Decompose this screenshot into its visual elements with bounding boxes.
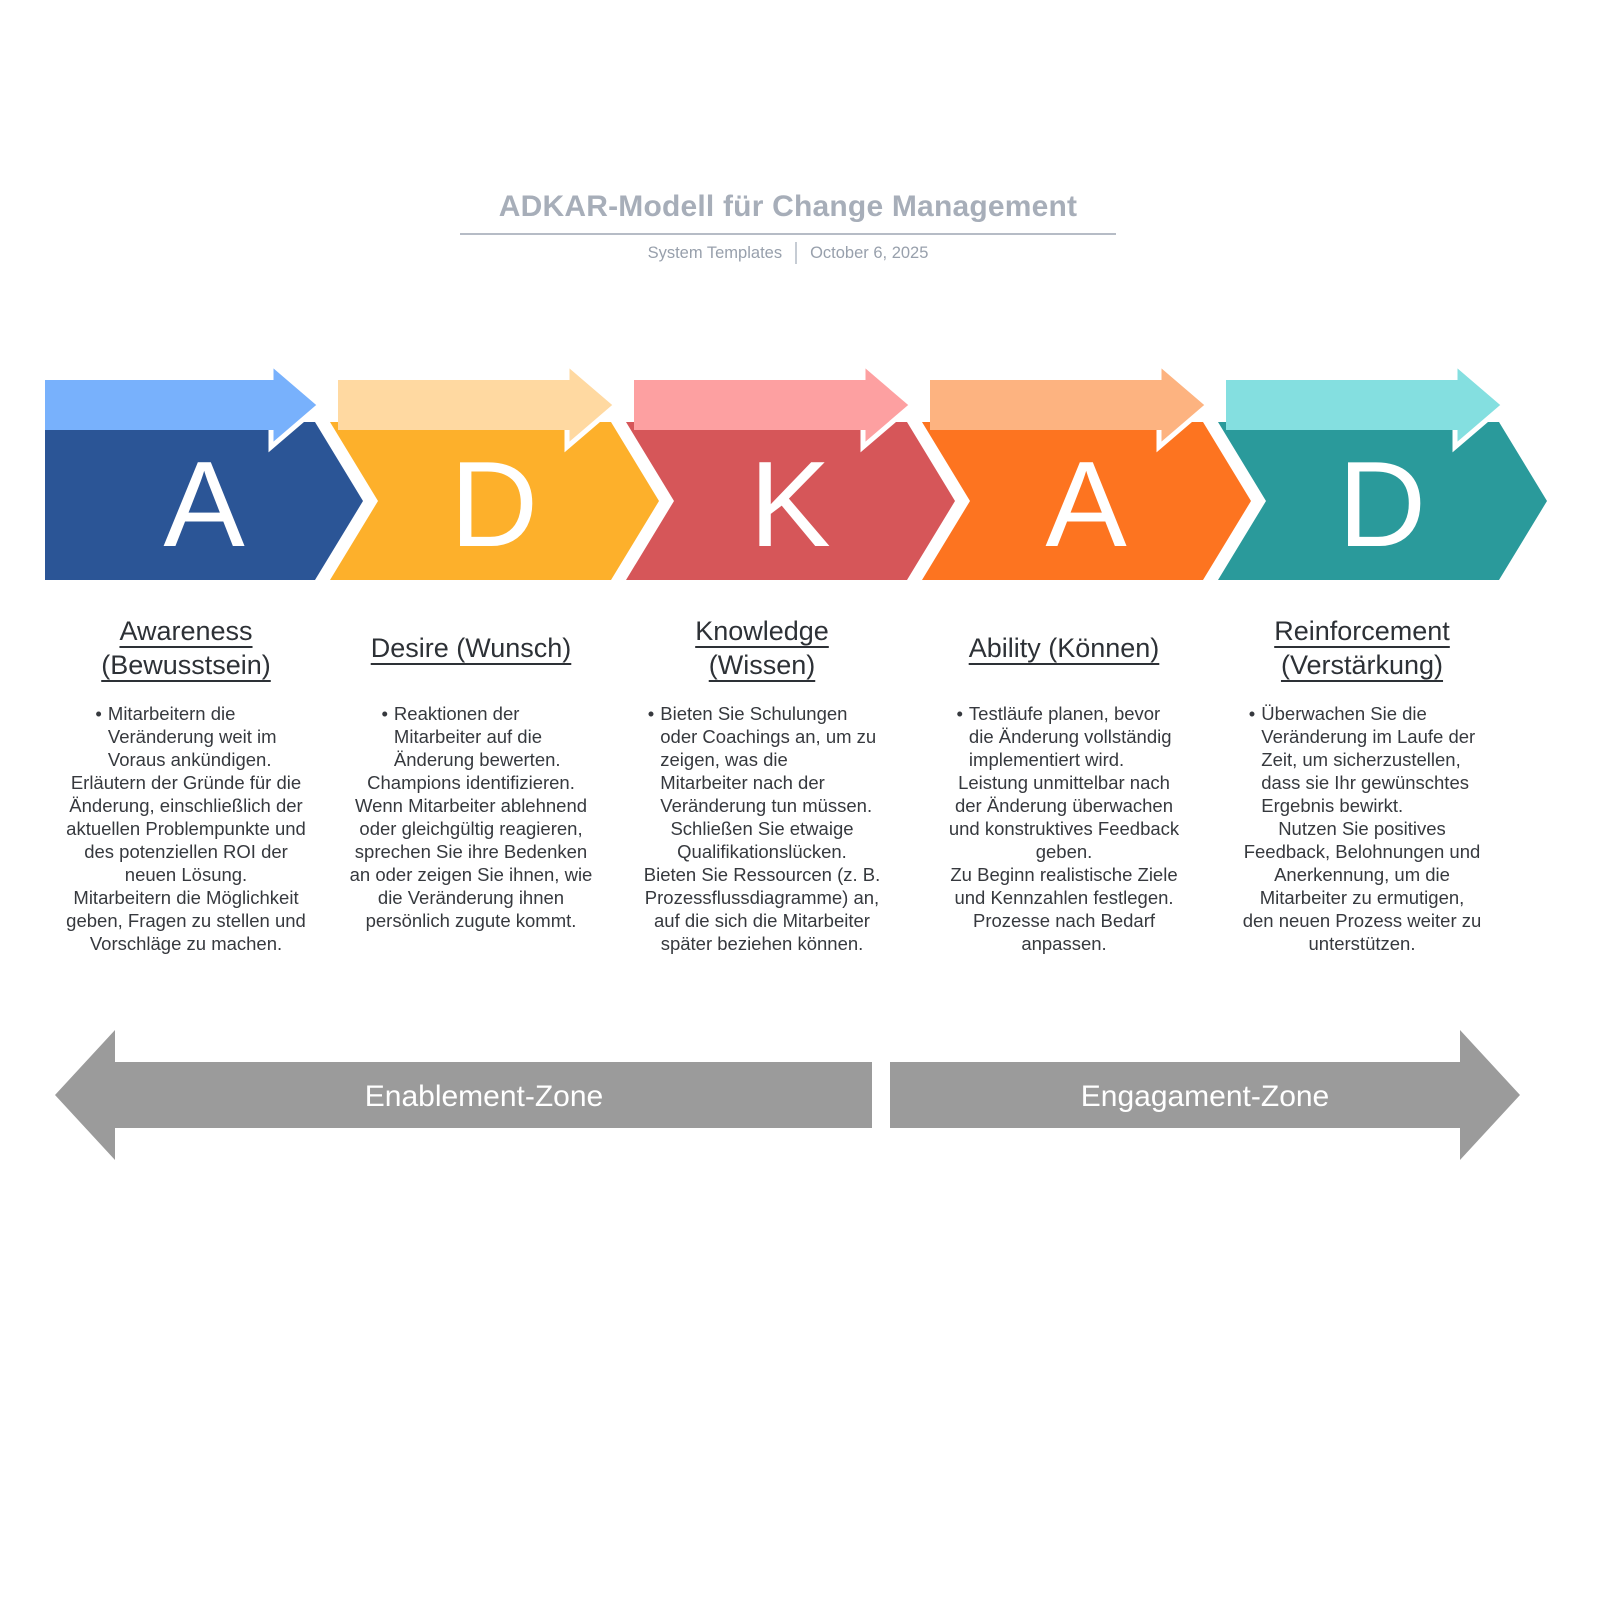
bullet-text: Reaktionen der Mitarbeiter auf die Änder… xyxy=(393,703,561,770)
stage-chevron-reinforcement: D xyxy=(1218,357,1547,580)
left-arrow-shape xyxy=(55,1030,872,1160)
stage-title: Knowledge (Wissen) xyxy=(695,616,829,680)
zone-label: Engagament-Zone xyxy=(1081,1080,1330,1113)
stage-title: Desire (Wunsch) xyxy=(370,633,572,663)
stage-column-ability: Ability (Können) • Testläufe planen, bev… xyxy=(918,600,1210,955)
bullet-text: Überwachen Sie die Veränderung im Laufe … xyxy=(1261,703,1476,816)
bullet-icon: • xyxy=(381,703,388,724)
stage-title: Ability (Können) xyxy=(968,633,1160,663)
page-title: ADKAR-Modell für Change Management xyxy=(460,190,1116,235)
details-text: Schließen Sie etwaige Qualifikationslück… xyxy=(643,818,881,954)
stage-letter: K xyxy=(749,436,830,572)
chevron-shape xyxy=(330,422,659,580)
stage-description: • Mitarbeitern die Veränderung weit im V… xyxy=(40,702,332,955)
chevron-shape xyxy=(922,422,1251,580)
stage-letter: D xyxy=(1338,436,1426,572)
subtitle-author: System Templates xyxy=(647,243,783,262)
stage-chevron-knowledge: K xyxy=(626,357,955,580)
bullet-icon: • xyxy=(1248,703,1256,724)
bullet-item: • Reaktionen der Mitarbeiter auf die Änd… xyxy=(325,702,617,771)
subtitle-divider-line xyxy=(795,242,798,264)
stage-title: Awareness (Bewusstsein) xyxy=(101,616,271,680)
zone-arrow-engagement: Engagament-Zone xyxy=(890,1030,1520,1160)
details-text: Nutzen Sie positives Feedback, Belohnung… xyxy=(1242,818,1482,954)
forward-arrow-body xyxy=(338,380,570,430)
stage-letter: A xyxy=(163,436,245,572)
stage-column-reinforcement: Reinforcement (Verstärkung) • Überwachen… xyxy=(1216,600,1508,955)
forward-arrow-body xyxy=(1226,380,1458,430)
chevron-shape xyxy=(626,422,955,580)
stage-chevron-ability: A xyxy=(922,357,1251,580)
stage-description: • Überwachen Sie die Veränderung im Lauf… xyxy=(1216,702,1508,955)
stage-description: • Bieten Sie Schulungen oder Coachings a… xyxy=(616,702,908,955)
details-text: Erläutern der Gründe für die Änderung, e… xyxy=(66,772,306,954)
bullet-icon: • xyxy=(95,703,102,724)
forward-arrow-body xyxy=(45,380,274,430)
stage-column-awareness: Awareness (Bewusstsein) • Mitarbeitern d… xyxy=(40,600,332,955)
stage-chevron-awareness: A xyxy=(45,357,363,580)
bullet-item: • Mitarbeitern die Veränderung weit im V… xyxy=(40,702,332,771)
bullet-item: • Überwachen Sie die Veränderung im Lauf… xyxy=(1216,702,1508,817)
bullet-text: Testläufe planen, bevor die Änderung vol… xyxy=(968,703,1172,770)
right-arrow-shape xyxy=(890,1030,1520,1160)
zone-label: Enablement-Zone xyxy=(365,1080,603,1113)
details-text: Champions identifizieren. Wenn Mitarbeit… xyxy=(349,772,593,931)
stage-description: • Testläufe planen, bevor die Änderung v… xyxy=(918,702,1210,955)
bullet-item: • Bieten Sie Schulungen oder Coachings a… xyxy=(616,702,908,817)
bullet-icon: • xyxy=(647,703,655,724)
bullet-text: Mitarbeitern die Veränderung weit im Vor… xyxy=(107,703,277,770)
stage-letter: D xyxy=(450,436,538,572)
bullet-text: Bieten Sie Schulungen oder Coachings an,… xyxy=(660,703,877,816)
stage-chevron-desire: D xyxy=(330,357,659,580)
details-text: Leistung unmittelbar nach der Änderung ü… xyxy=(948,772,1180,954)
subtitle-date: October 6, 2025 xyxy=(810,243,929,262)
subtitle: System Templates October 6, 2025 xyxy=(460,242,1116,264)
chevron-shape xyxy=(1218,422,1547,580)
zone-arrow-enablement: Enablement-Zone xyxy=(55,1030,872,1160)
bullet-item: • Testläufe planen, bevor die Änderung v… xyxy=(918,702,1210,771)
stage-column-knowledge: Knowledge (Wissen) • Bieten Sie Schulung… xyxy=(616,600,908,955)
stage-title: Reinforcement (Verstärkung) xyxy=(1274,616,1450,680)
forward-arrow-body xyxy=(930,380,1162,430)
bullet-icon: • xyxy=(956,703,963,724)
forward-arrow-body xyxy=(634,380,866,430)
stage-letter: A xyxy=(1045,436,1127,572)
stage-description: • Reaktionen der Mitarbeiter auf die Änd… xyxy=(325,702,617,932)
chevron-shape xyxy=(45,422,363,580)
header: ADKAR-Modell für Change Management Syste… xyxy=(460,190,1116,264)
stage-column-desire: Desire (Wunsch) • Reaktionen der Mitarbe… xyxy=(325,600,617,932)
